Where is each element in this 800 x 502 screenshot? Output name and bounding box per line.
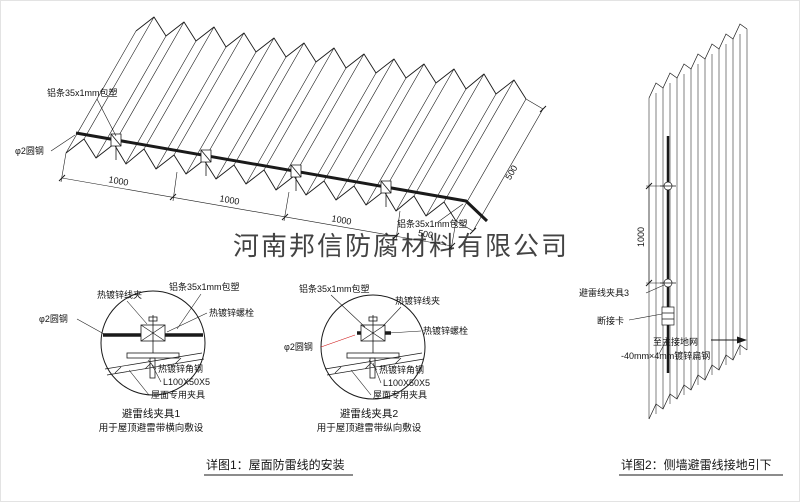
wall-dim-extensions	[646, 185, 664, 284]
dim-ticks	[58, 174, 456, 250]
detail2-roof-sheet	[324, 352, 425, 376]
detail1-subtitle: 用于屋顶避雷带横向敷设	[99, 422, 204, 434]
side-dim-ticks	[469, 105, 547, 235]
lightning-wire	[75, 131, 489, 223]
roof-side-dimension	[455, 98, 547, 235]
dim-1000-a: 1000	[108, 174, 129, 187]
detail1-roof-sheet	[104, 352, 205, 376]
detail1-label-round-steel: φ2圆钢	[39, 313, 68, 324]
leader-round-steel	[50, 134, 76, 152]
roof-label-strip-right: 铝条35x1mm包塑	[397, 218, 468, 229]
detail1-label-fixture: 屋面专用夹具	[151, 389, 205, 400]
detail2-label-fixture: 屋面专用夹具	[373, 389, 427, 400]
leader-strip-right	[437, 203, 464, 223]
roof-label-round-steel: φ2圆钢	[15, 145, 44, 156]
detail1-label-angle-size: L100X50X5	[163, 377, 210, 387]
detail1-label-clip: 热镀锌线夹	[97, 289, 142, 300]
side-dim-extensions	[455, 98, 544, 232]
detail2-drawing	[320, 294, 426, 400]
detail1-leaders	[76, 293, 208, 396]
company-watermark: 河南邦信防腐材料有限公司	[233, 231, 569, 261]
wall-label-flat-steel: -40mm×4mm镀锌扁钢	[621, 350, 710, 361]
detail1-circle	[100, 290, 206, 396]
dim-500: 500	[417, 228, 434, 240]
roof-ridge-lines	[83, 16, 515, 203]
detail2-bolt-nut	[368, 316, 378, 322]
detail2-label-angle: 热镀锌角钢	[379, 364, 424, 375]
wall-top-profile	[648, 23, 748, 99]
roof-valley-lines	[65, 30, 527, 222]
detail1-label-bolt: 热镀锌螺栓	[209, 307, 254, 318]
detail1-angle-leg-h	[126, 352, 180, 359]
clamp-hatch	[110, 133, 392, 207]
side-dim-line	[472, 108, 544, 232]
detail2-label-bolt: 热镀锌螺栓	[423, 325, 468, 336]
detail1-drawing	[76, 290, 208, 396]
dim-1000-c: 1000	[331, 213, 352, 226]
wall-bottom-profile	[648, 344, 748, 420]
wall-label-clamp3: 避雷线夹具3	[579, 287, 629, 298]
detail2-leaders	[330, 294, 422, 396]
leader-strip-top	[96, 98, 117, 137]
wall-label-disconnect: 断接卡	[597, 315, 624, 326]
detail1-title: 避雷线夹具1	[122, 407, 180, 420]
detail2-label-angle-size: L100X50X5	[383, 378, 430, 388]
detail2-label-round-steel: φ2圆钢	[284, 341, 313, 352]
ground-arrow-head	[737, 336, 747, 344]
disconnect-card-bolts	[662, 312, 674, 320]
wall-dim-1000: 1000	[636, 227, 646, 247]
figure2-caption: 详图2：侧墙避雷线接地引下	[621, 457, 772, 472]
wall-label-to-ground: 至主接地网	[653, 336, 698, 347]
detail2-angle-leg-h	[346, 352, 400, 359]
wall-dimension	[645, 182, 664, 287]
dim-500-side: 500	[503, 163, 519, 181]
wall-drawing	[628, 23, 748, 420]
detail1-label-strip: 铝条35x1mm包塑	[169, 281, 240, 292]
dim-1000-b: 1000	[219, 193, 240, 206]
dim-line	[61, 177, 453, 247]
figure1-caption: 详图1：屋面防雷线的安装	[206, 457, 345, 472]
detail2-leader-round-steel	[320, 334, 356, 348]
roof-back-profile	[135, 16, 527, 100]
detail2-label-clip: 热镀锌线夹	[395, 295, 440, 306]
detail2-label-strip: 铝条35x1mm包塑	[299, 283, 370, 294]
roof-isometric-drawing	[50, 16, 547, 251]
roof-dimension-chain	[58, 152, 457, 251]
roof-label-strip-top: 铝条35x1mm包塑	[47, 87, 118, 98]
wire-clamps	[110, 133, 392, 207]
detail1-label-angle: 热镀锌角钢	[158, 363, 203, 374]
detail2-title: 避雷线夹具2	[340, 407, 398, 420]
wall-dim-ticks	[645, 182, 653, 287]
disconnect-card	[661, 306, 675, 326]
detail1-bolt-nut	[148, 316, 158, 322]
wall-leaders	[628, 284, 669, 355]
dim-extension-lines	[60, 152, 457, 251]
detail2-subtitle: 用于屋顶避雷带纵向敷设	[317, 422, 422, 434]
